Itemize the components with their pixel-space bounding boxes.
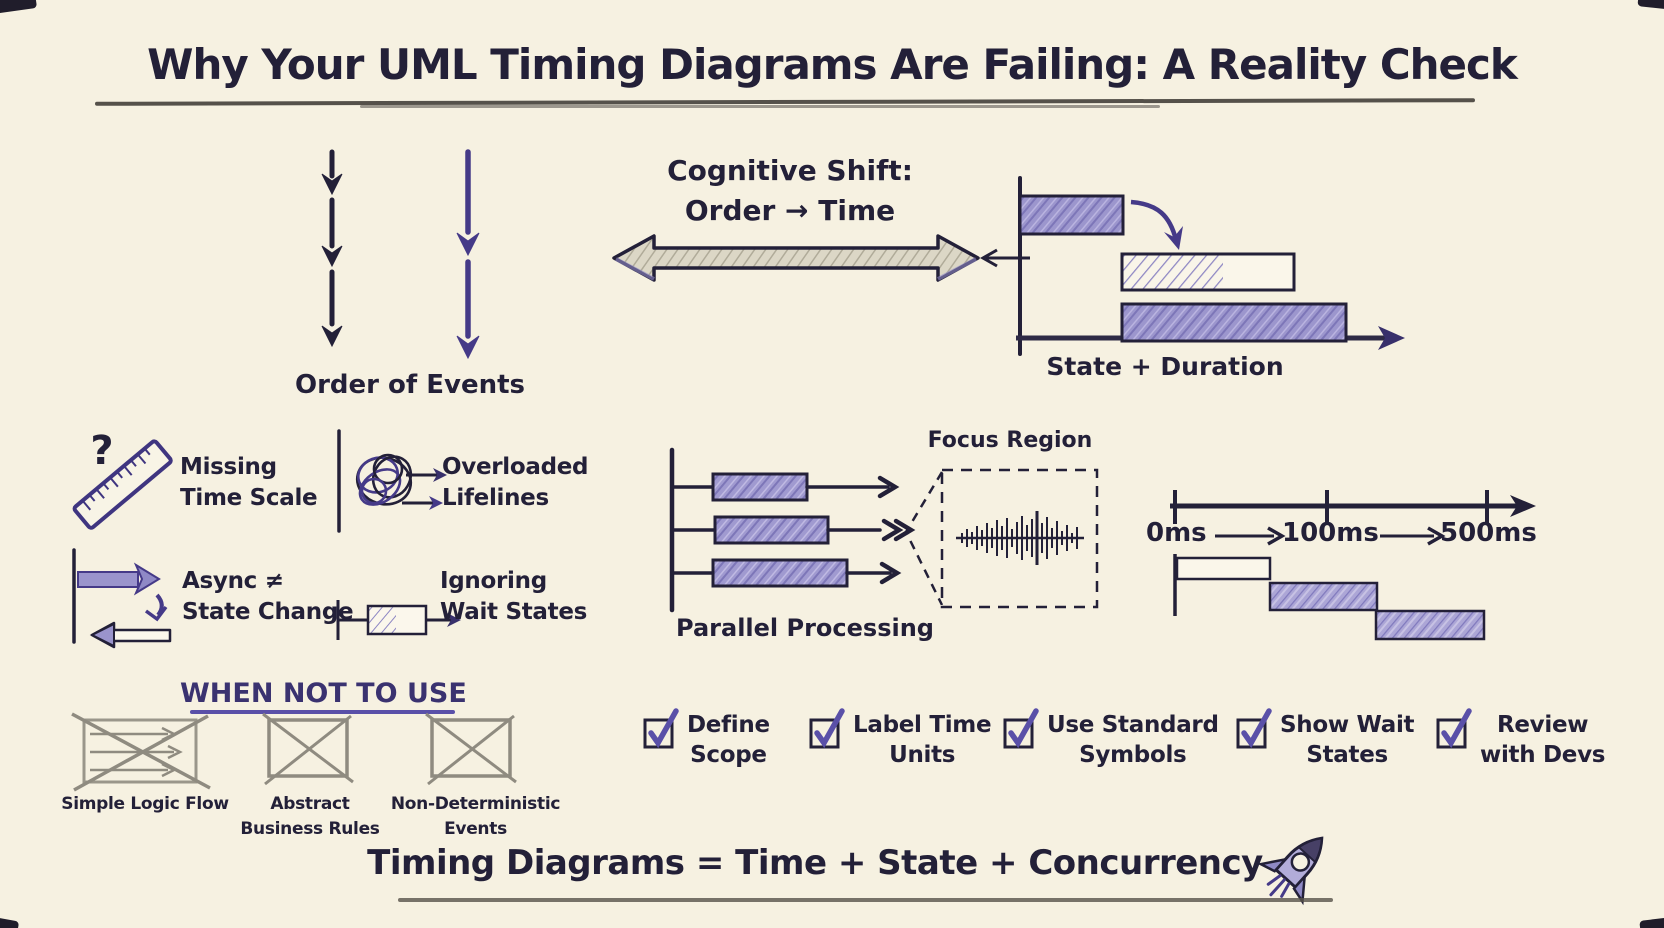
- state-duration-label: State + Duration: [1046, 352, 1284, 381]
- corner-ink-smudge: [0, 0, 38, 14]
- order-of-events-label: Order of Events: [294, 370, 526, 400]
- timeline-tick-label: 500ms: [1440, 518, 1537, 548]
- footer-formula: Timing Diagrams = Time + State + Concurr…: [367, 843, 1263, 883]
- corner-ink-smudge: [1639, 917, 1664, 928]
- timeline-tick-label: 0ms: [1146, 518, 1207, 548]
- checkbox-checked-icon: [643, 708, 679, 749]
- crossed-box-icon: [425, 712, 517, 786]
- checkbox-checked-icon: [809, 708, 845, 749]
- when-not-underline: [190, 710, 455, 714]
- async-arrows-icon: [72, 548, 172, 649]
- crossed-box-icon: [262, 712, 354, 786]
- timeline-axis: [1170, 490, 1536, 641]
- crossed-flow-icon: [71, 712, 211, 792]
- page-title: Why Your UML Timing Diagrams Are Failing…: [147, 40, 1518, 89]
- order-of-events-arrows-icon: [321, 149, 480, 360]
- cognitive-shift-line2: Order → Time: [684, 194, 896, 227]
- pitfall-async-state-label: Async ≠State Change: [182, 568, 354, 625]
- checkbox-checked-icon: [1003, 708, 1039, 749]
- question-mark-icon: ?: [90, 428, 114, 474]
- focus-region-box: [904, 468, 1099, 609]
- rocket-icon: [1257, 836, 1324, 906]
- cognitive-shift-line1: Cognitive Shift:: [667, 154, 913, 187]
- parallel-processing-label: Parallel Processing: [676, 614, 934, 642]
- checkbox-checked-icon: [1436, 708, 1472, 749]
- footer-underline: [398, 898, 1333, 902]
- when-not-item-label: Simple Logic Flow: [61, 794, 229, 814]
- focus-region-label: Focus Region: [927, 428, 1093, 453]
- corner-ink-smudge: [1637, 0, 1664, 10]
- corner-ink-smudge: [0, 916, 20, 928]
- parallel-processing-chart: [669, 447, 916, 613]
- when-not-to-use-heading: WHEN NOT TO USE: [180, 678, 467, 709]
- double-headed-arrow-icon: [612, 234, 1030, 282]
- state-duration-chart: [1016, 176, 1405, 356]
- timeline-tick-label: 100ms: [1282, 518, 1379, 548]
- tangled-lifelines-icon: [337, 429, 447, 533]
- ruler-icon: [72, 439, 173, 530]
- title-underline-2: [360, 105, 1160, 108]
- checkbox-checked-icon: [1236, 708, 1272, 749]
- wait-state-box-icon: [336, 600, 461, 640]
